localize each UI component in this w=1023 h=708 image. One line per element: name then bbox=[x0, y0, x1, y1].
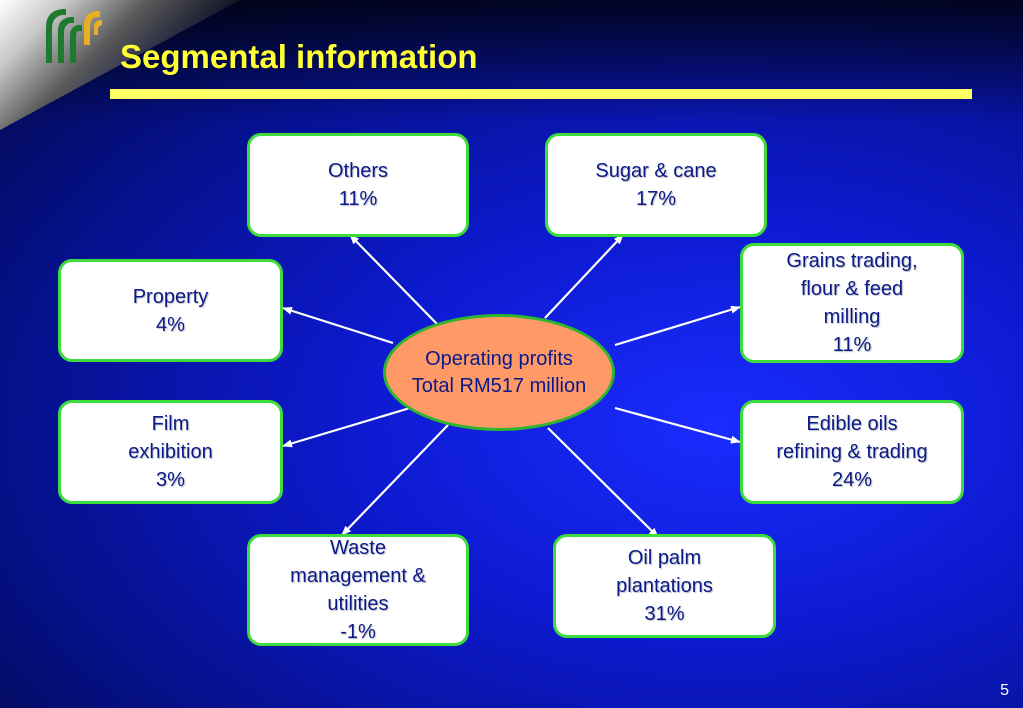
segment-property: Property 4% bbox=[58, 259, 283, 362]
arrow-sugar bbox=[544, 234, 624, 319]
segment-sugar-cane: Sugar & cane 17% bbox=[545, 133, 767, 237]
company-logo bbox=[46, 9, 102, 63]
segment-percent: 17% bbox=[635, 188, 676, 210]
arrow-grains bbox=[614, 305, 741, 347]
segment-edible-oils: Edible oils refining & trading 24% bbox=[740, 400, 964, 504]
segment-percent: 31% bbox=[644, 603, 685, 625]
segment-percent: 11% bbox=[832, 334, 872, 356]
segment-label: Property bbox=[132, 285, 209, 308]
arrow-others bbox=[349, 234, 439, 326]
arrow-edible bbox=[614, 406, 741, 444]
segment-label: Sugar & cane bbox=[595, 160, 717, 182]
segment-label: exhibition bbox=[128, 441, 213, 463]
segment-label: plantations bbox=[616, 575, 713, 597]
segment-percent: 11% bbox=[338, 188, 378, 210]
slide-title: Segmental information bbox=[120, 38, 478, 75]
arrow-oilpalm bbox=[547, 427, 659, 538]
segment-label: Grains trading, bbox=[786, 250, 918, 272]
segment-oil-palm: Oil palm plantations 31% bbox=[553, 534, 776, 638]
segment-label: utilities bbox=[327, 593, 389, 615]
hub-line-2: Total RM517 million bbox=[411, 374, 587, 397]
segment-label: refining & trading bbox=[776, 441, 928, 463]
operating-profits-hub: Operating profits Total RM517 million bbox=[383, 314, 615, 431]
arrow-waste bbox=[341, 424, 449, 536]
arrow-film bbox=[282, 406, 411, 448]
segment-label: Oil palm bbox=[627, 547, 702, 569]
segment-grains-trading: Grains trading, flour & feed milling 11% bbox=[740, 243, 964, 363]
segment-label: Edible oils bbox=[806, 413, 898, 435]
segment-percent: 24% bbox=[831, 469, 872, 491]
hub-line-1: Operating profits bbox=[425, 347, 573, 370]
segment-film-exhibition: Film exhibition 3% bbox=[58, 400, 283, 504]
segment-label: Others bbox=[327, 160, 389, 182]
segment-percent: 3% bbox=[156, 469, 185, 491]
segment-label: flour & feed bbox=[800, 278, 904, 300]
arrow-property bbox=[282, 306, 394, 345]
segment-label: milling bbox=[823, 306, 881, 328]
segment-waste-management: Waste management & utilities -1% bbox=[247, 534, 469, 646]
segment-label: management & bbox=[290, 565, 426, 587]
title-underline bbox=[110, 89, 972, 99]
page-number: 5 bbox=[1000, 682, 1009, 699]
segment-percent: -1% bbox=[340, 621, 376, 643]
segment-others: Others 11% bbox=[247, 133, 469, 237]
segment-percent: 4% bbox=[156, 313, 185, 336]
segment-label: Waste bbox=[330, 537, 386, 559]
segment-label: Film bbox=[151, 413, 190, 435]
